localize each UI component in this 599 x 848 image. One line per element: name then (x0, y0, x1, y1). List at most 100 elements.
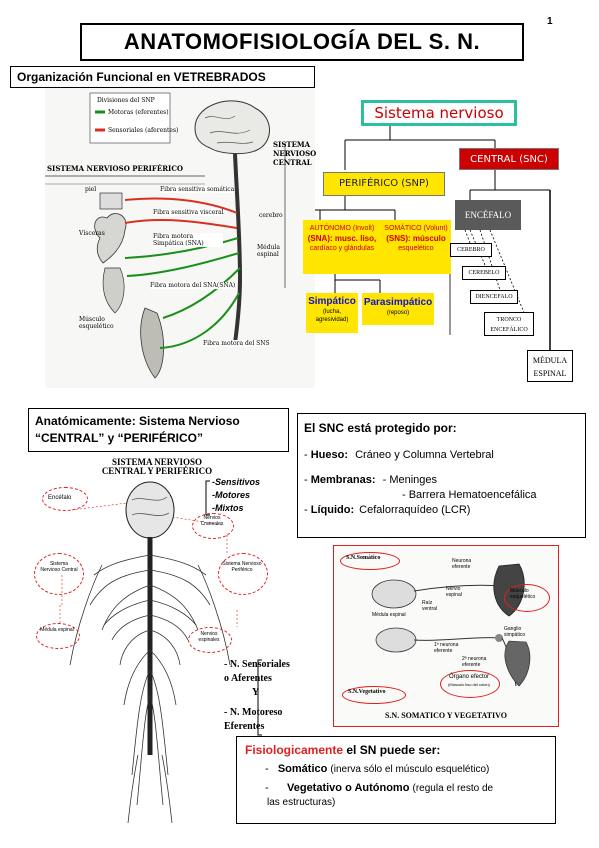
membranas-text1: - Meninges (382, 474, 438, 486)
motores-label: -Motores (212, 490, 250, 500)
autonomo-line2: (SNA): musc. liso, (307, 234, 377, 243)
nervios-craneales-label: Nervios Craneales (200, 515, 224, 527)
somatico-bold: Somático (277, 763, 328, 775)
fibra-sensitiva-visceral: Fibra sensitiva visceral (153, 209, 224, 216)
page-title: ANATOMOFISIOLOGÍA DEL S. N. (123, 29, 481, 54)
snc-oval (34, 553, 84, 595)
legend-title: Divisiones del SNP (97, 97, 155, 104)
fisio-item-vegetativo: - Vegetativo o Autónomo (regula el resto… (265, 782, 494, 794)
organo-efector-oval (440, 670, 500, 698)
figure-drawing (45, 92, 286, 379)
n-motoreso-label: - N. Motoreso (224, 707, 283, 718)
encefalo-label: ENCÉFALO (464, 210, 512, 220)
raiz-ventral-label: Raíz ventral (422, 600, 438, 612)
mixtos-label: -Mixtos (212, 503, 244, 513)
central-label: CENTRAL (SNC) (470, 154, 548, 165)
fisio-title: Fisiologicamente el SN puede ser: (245, 742, 547, 758)
autonomo-line1: AUTÓNOMO (Involt) (309, 225, 375, 232)
hueso-text: Cráneo y Columna Vertebral (355, 449, 494, 461)
aferentes-label: o Aferentes (224, 673, 272, 684)
cns-pns-drawing (59, 480, 262, 824)
sn-somatico-oval (340, 552, 400, 570)
sn-somatico-label: S.N.Somático (346, 555, 381, 561)
fibra-motora-simpatica: Fibra motora Simpática (SNA) (153, 233, 223, 247)
parasimpatico-sub: (reposo) (386, 310, 410, 316)
simpatico-label: Simpático (308, 296, 356, 307)
medula-espinal-label: Médula espinal (40, 627, 74, 633)
cns-pns-title-line2: CENTRAL Y PERIFÉRICO (101, 466, 213, 476)
musculo-label: Músculo esquelético (79, 316, 114, 330)
snc-label: Sistema Nervioso Central (40, 561, 78, 573)
vegetativo-bold: Vegetativo o Autónomo (287, 782, 410, 794)
sistema-nervioso-label: Sistema nervioso (374, 104, 504, 122)
snp-oval (218, 553, 268, 595)
autonomo-line3: cardíaco y glándulas (309, 245, 375, 252)
fisio-title-red: Fisiologicamente (245, 743, 344, 757)
medula-espinal-fig-label: Médula espinal (372, 612, 406, 618)
liquido-label: Líquido: (310, 504, 355, 516)
tronco-node: TRONCO ENCEFÁLICO (484, 312, 534, 336)
musculo-oval (504, 584, 550, 612)
n-sensoriales-label: - N. Sensoriales (224, 659, 290, 670)
simpatico-sub2: agresividad) (315, 317, 349, 323)
encefalo-label: Encéfalo (48, 495, 72, 501)
fibra-motora-sns: Fibra motora del SNS (203, 340, 270, 347)
page-number: 1 (547, 16, 553, 27)
snp-label: SISTEMA NERVIOSO PERIFÉRICO (47, 164, 183, 173)
section1-heading: Organización Funcional en VETREBRADOS (17, 70, 266, 84)
neurona2-label: 2ª neurona eferente (462, 656, 487, 668)
snc-label: SISTEMA NERVIOSO CENTRAL (273, 140, 317, 167)
somatico-node: SOMÁTICO (Volunt) (SNS): músculo esquelé… (381, 220, 451, 274)
somatico-line2: (SNS): músculo (386, 234, 446, 243)
simpatico-sub1: (lucha, (322, 309, 341, 315)
hueso-row: - Hueso: Cráneo y Columna Vertebral (304, 449, 494, 461)
organo-efector-sub: (Músculo liso del colon) (448, 682, 490, 687)
organo-efector-label: Órgano efector (448, 674, 490, 680)
nervios-espinales-label: Nervios espinales (198, 631, 220, 643)
somatico-line3: esquelético (398, 245, 434, 252)
legend-motor: Motoras (eferentes) (108, 109, 169, 116)
functional-organization-figure: Divisiones del SNP Motoras (eferentes) S… (45, 88, 317, 388)
fisio-title-rest: el SN puede ser: (346, 743, 441, 757)
fisio-item-somatico: - Somático (inerva sólo el músculo esque… (265, 763, 490, 775)
page-title-box: ANATOMOFISIOLOGÍA DEL S. N. (80, 23, 524, 61)
vegetativo-desc2: las estructuras) (267, 797, 336, 808)
parasimpatico-node: Parasimpático (reposo) (362, 293, 434, 325)
neurona-eferente-label: Neurona eferente (452, 558, 472, 570)
central-node: CENTRAL (SNC) (459, 148, 559, 170)
nervio-espinal-label: Nervio espinal (446, 586, 462, 598)
liquido-row: - Líquido: Cefalorraquídeo (LCR) (304, 504, 471, 516)
membranas-text2: - Barrera Hematoencefálica (402, 489, 537, 501)
medula-label: Médula espinal (257, 244, 280, 258)
somatico-line1: SOMÁTICO (Volunt) (384, 225, 448, 232)
sistema-nervioso-root: Sistema nervioso (361, 100, 517, 126)
y-label: Y (252, 687, 260, 698)
encefalo-node: ENCÉFALO (455, 200, 521, 230)
section2-heading-line1: Anatómicamente: Sistema Nervioso (35, 414, 240, 428)
fisiologicamente-box: Fisiologicamente el SN puede ser: - Somá… (236, 736, 556, 824)
tree-connectors (315, 123, 551, 350)
membranas-label: Membranas: (310, 474, 376, 486)
section1-heading-box: Organización Funcional en VETREBRADOS (10, 66, 315, 88)
nervios-espinales-oval (188, 627, 232, 653)
sn-vegetativo-oval (342, 686, 406, 704)
liquido-text: Cefalorraquídeo (LCR) (359, 504, 471, 516)
sn-vegetativo-label: S.N.Vegetativo (348, 689, 386, 695)
fibra-sensitiva-somatica: Fibra sensitiva somática (160, 186, 235, 193)
snp-label: Sistema Nervioso Periférico (222, 561, 262, 573)
somatico-vegetativo-drawing (371, 563, 531, 687)
legend-sensory: Sensoriales (aferentes) (108, 127, 179, 134)
musculo-esqueletico-label: Músculo esquelético (510, 588, 536, 600)
medula-node: MÉDULA ESPINAL (527, 350, 573, 382)
autonomo-node: AUTÓNOMO (Involt) (SNA): musc. liso, car… (303, 220, 381, 274)
eferentes-label: Eferentes (224, 721, 265, 732)
fibra-motora-sna: Fibra motora del SNA(SNA) (150, 282, 236, 289)
parasimpatico-label: Parasimpático (363, 297, 433, 308)
somatico-desc: (inerva sólo el músculo esquelético) (330, 764, 490, 775)
snc-protection-title: El SNC está protegido por: (304, 421, 457, 435)
cerebelo-node: CEREBELO (462, 266, 506, 280)
cns-pns-title-line1: SISTEMA NERVIOSO (112, 457, 202, 467)
cns-pns-figure: SISTEMA NERVIOSO CENTRAL Y PERIFÉRICO -S… (32, 455, 300, 825)
neurona1-label: 1ª neurona eferente (434, 642, 459, 654)
medula-line2: ESPINAL (533, 369, 567, 378)
